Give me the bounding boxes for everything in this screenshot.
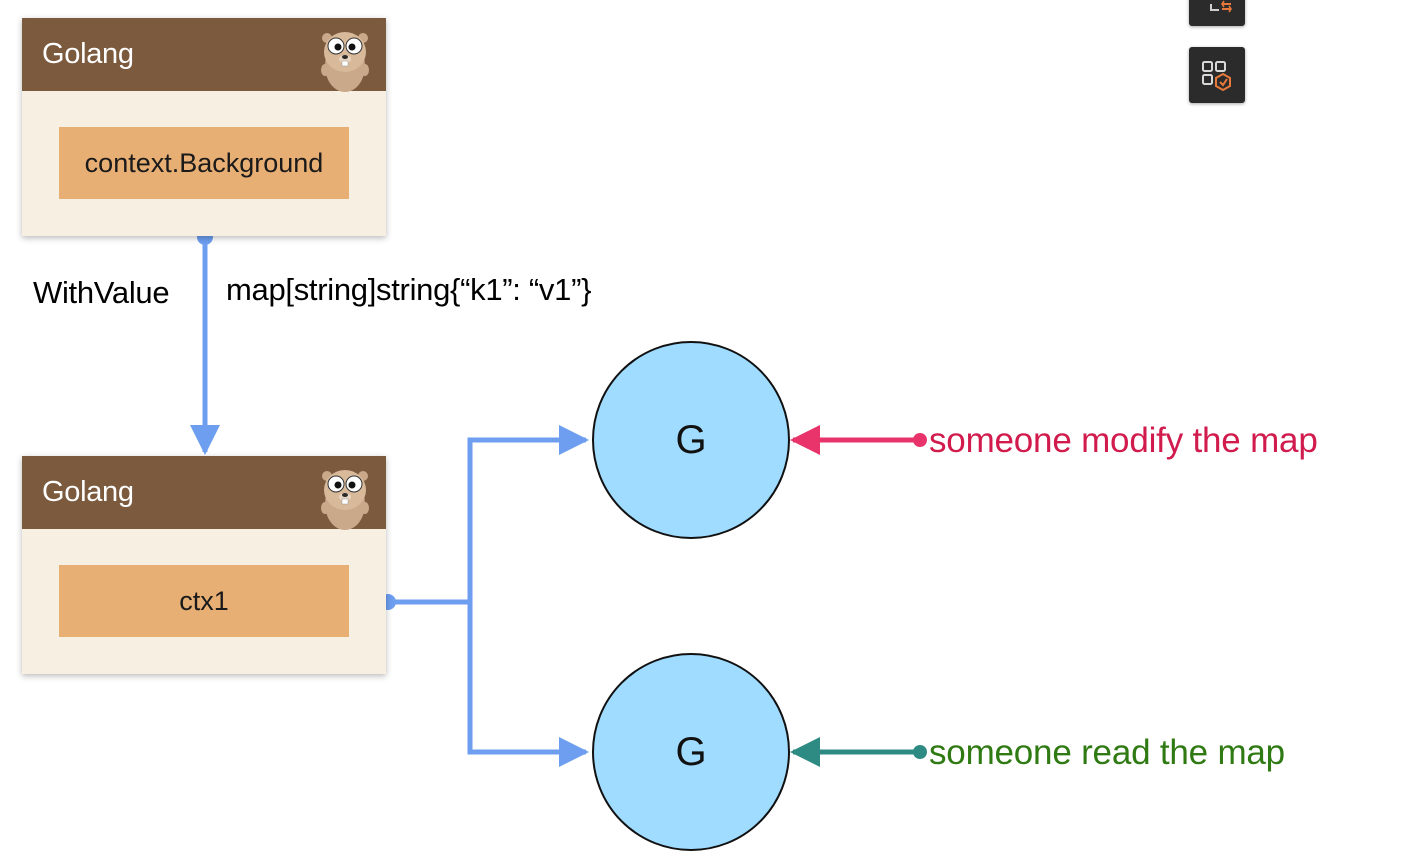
note-read-map: someone read the map [929, 733, 1285, 772]
card-title: Golang [42, 476, 134, 508]
card-body: ctx1 [22, 529, 386, 674]
context-box: ctx1 [59, 565, 349, 637]
card-header: Golang [22, 18, 386, 92]
toolbar-components-button[interactable] [1189, 47, 1245, 103]
card-title: Golang [42, 38, 134, 70]
edge-label-map-value: map[string]string{“k1”: “v1”} [226, 272, 592, 307]
goroutine-circle-2 [592, 653, 790, 851]
card-body: context.Background [22, 91, 386, 236]
toolbar-diff-icon [1210, 0, 1232, 13]
toolbar-diff-button[interactable] [1189, 0, 1245, 26]
ctx1-edge-to-goroutine-2 [467, 602, 589, 767]
note-modify-map: someone modify the map [929, 421, 1318, 460]
toolbar-components-icon [1202, 61, 1231, 92]
card-header: Golang [22, 456, 386, 530]
context-box: context.Background [59, 127, 349, 199]
gopher-icon [321, 470, 369, 530]
goroutine-label-1: G [675, 418, 707, 462]
golang-card-background: Golang context.Background [22, 18, 386, 236]
ctx1-edge-to-goroutine-1 [467, 425, 589, 602]
goroutine-circle-1 [592, 341, 790, 539]
goroutine-label-2: G [675, 730, 707, 774]
edge-label-withvalue: WithValue [33, 275, 170, 310]
golang-card-ctx1: Golang ctx1 [22, 456, 386, 674]
gopher-icon [321, 32, 369, 92]
